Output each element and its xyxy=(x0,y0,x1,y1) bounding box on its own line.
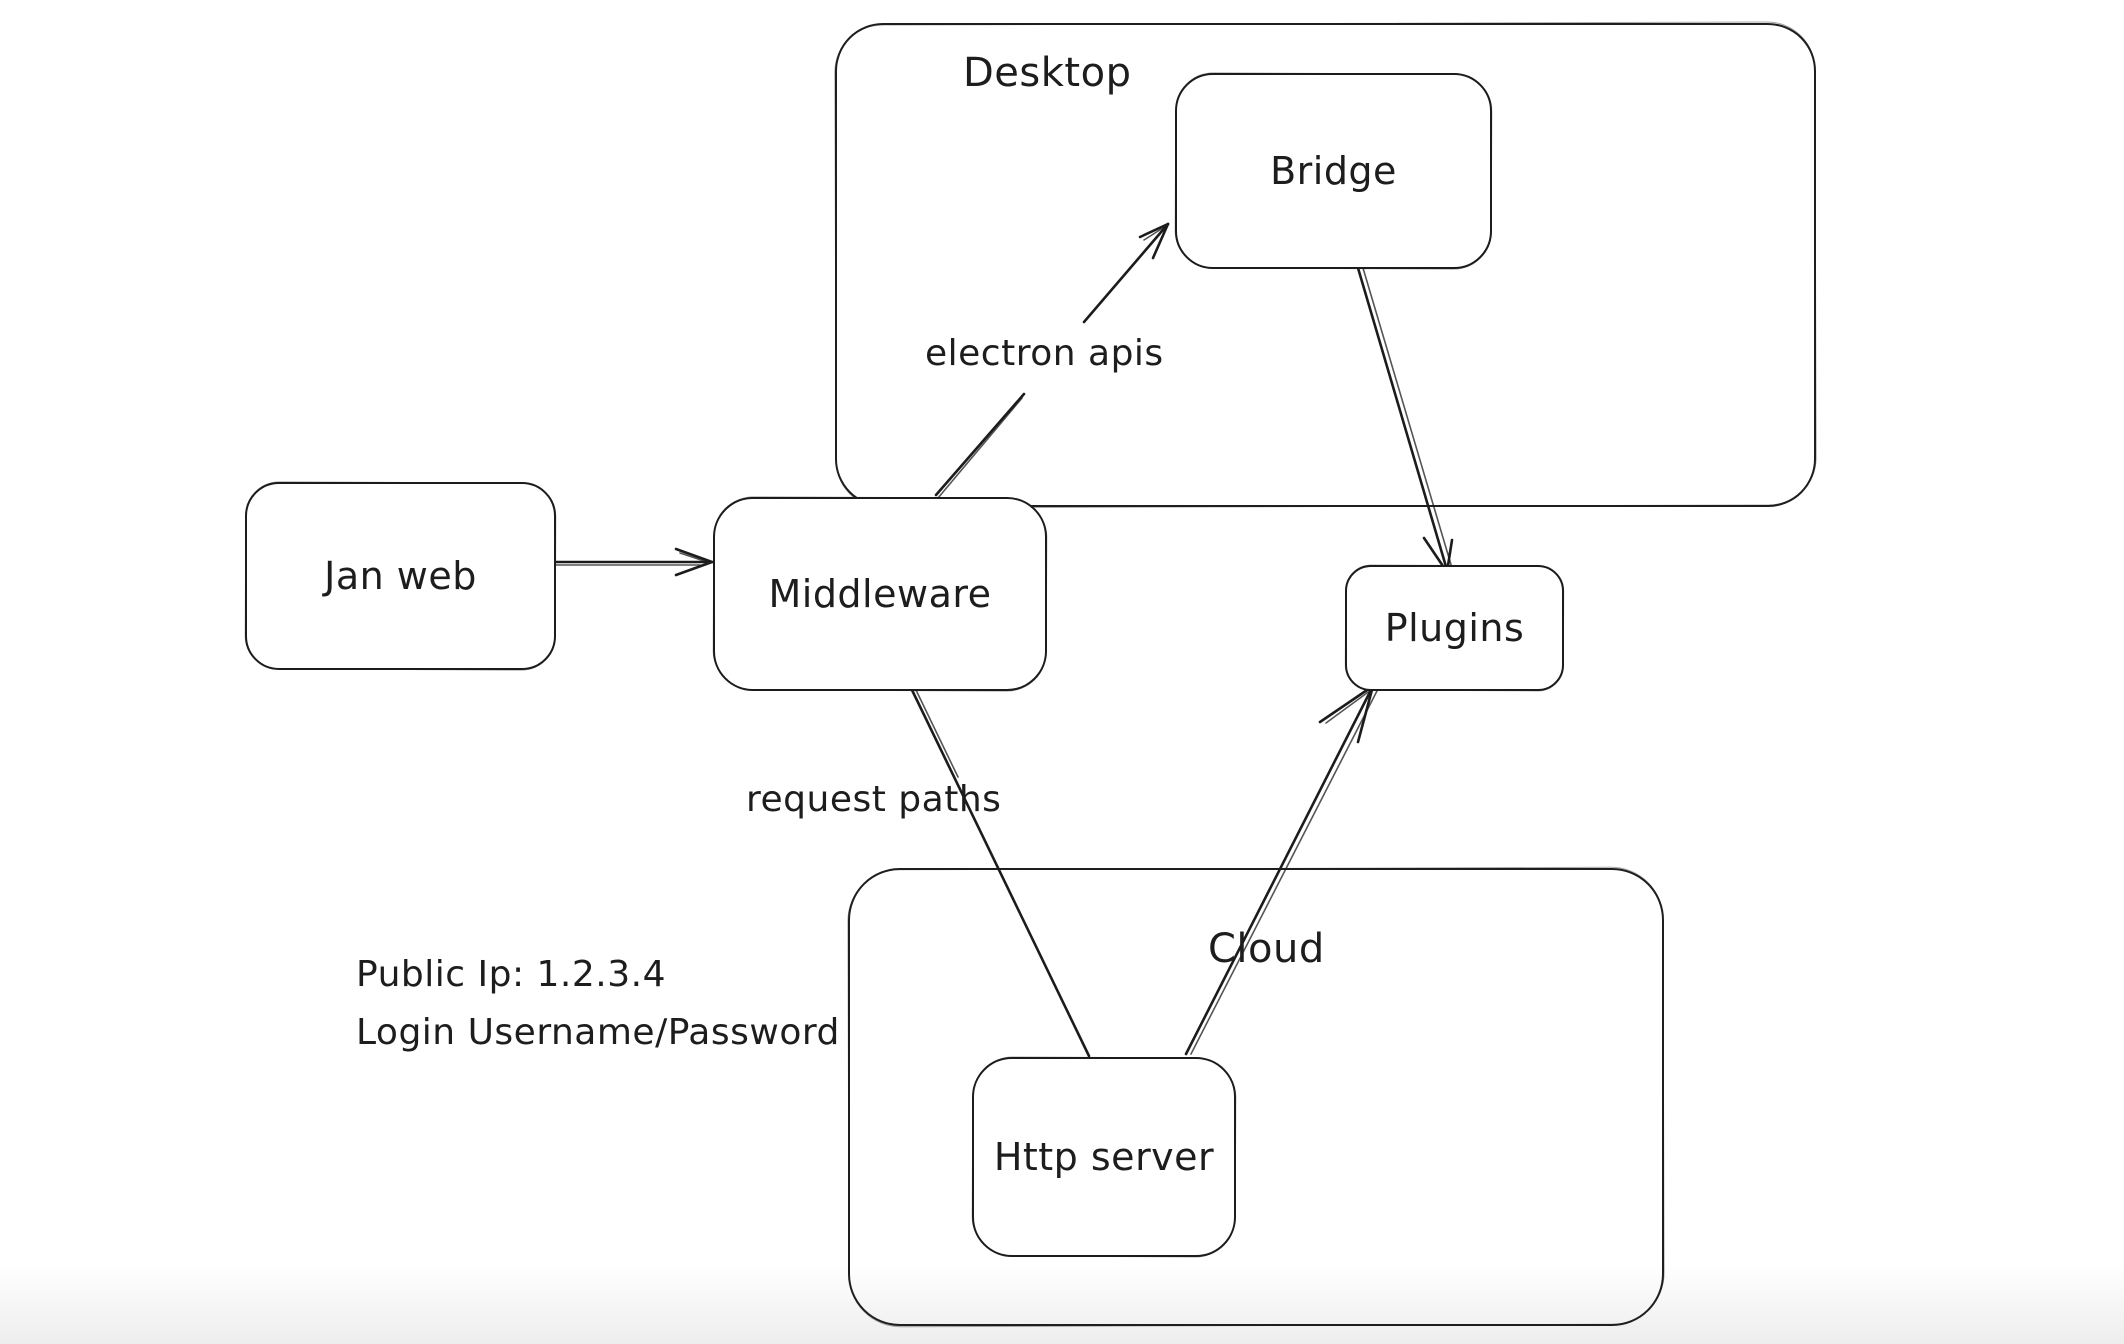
edge-middleware-to-bridge-arrow[interactable] xyxy=(934,222,1170,499)
node-bridge[interactable]: Bridge xyxy=(1175,73,1492,269)
node-jan-web[interactable]: Jan web xyxy=(245,482,556,670)
desktop-container-label[interactable]: Desktop xyxy=(963,50,1132,96)
edge-middleware-to-httpserver-line[interactable] xyxy=(910,688,1091,1058)
node-http-server[interactable]: Http server xyxy=(972,1057,1236,1257)
node-plugins[interactable]: Plugins xyxy=(1345,565,1564,691)
cloud-container-label[interactable]: Cloud xyxy=(1208,926,1325,972)
edge-label-request-paths[interactable]: request paths xyxy=(746,779,1002,820)
cloud-container-box[interactable] xyxy=(848,868,1664,1326)
edge-label-electron-apis[interactable]: electron apis xyxy=(925,333,1164,374)
annotation-public-ip: Public Ip: 1.2.3.4 xyxy=(356,954,666,995)
node-http-server-label: Http server xyxy=(993,1135,1215,1179)
node-middleware-label: Middleware xyxy=(768,572,992,616)
node-middleware[interactable]: Middleware xyxy=(713,497,1047,691)
node-bridge-label: Bridge xyxy=(1270,149,1397,193)
node-plugins-label: Plugins xyxy=(1384,606,1525,650)
edge-bridge-to-plugins-arrow[interactable] xyxy=(1356,266,1454,574)
edge-httpserver-to-plugins-arrow[interactable] xyxy=(1184,684,1379,1056)
edge-janweb-to-middleware-arrow[interactable] xyxy=(552,547,714,577)
annotation-text-block[interactable]: Public Ip: 1.2.3.4 Login Username/Passwo… xyxy=(356,946,840,1062)
annotation-login: Login Username/Password xyxy=(356,1012,840,1053)
desktop-container-box[interactable] xyxy=(835,23,1816,507)
node-jan-web-label: Jan web xyxy=(324,554,477,598)
